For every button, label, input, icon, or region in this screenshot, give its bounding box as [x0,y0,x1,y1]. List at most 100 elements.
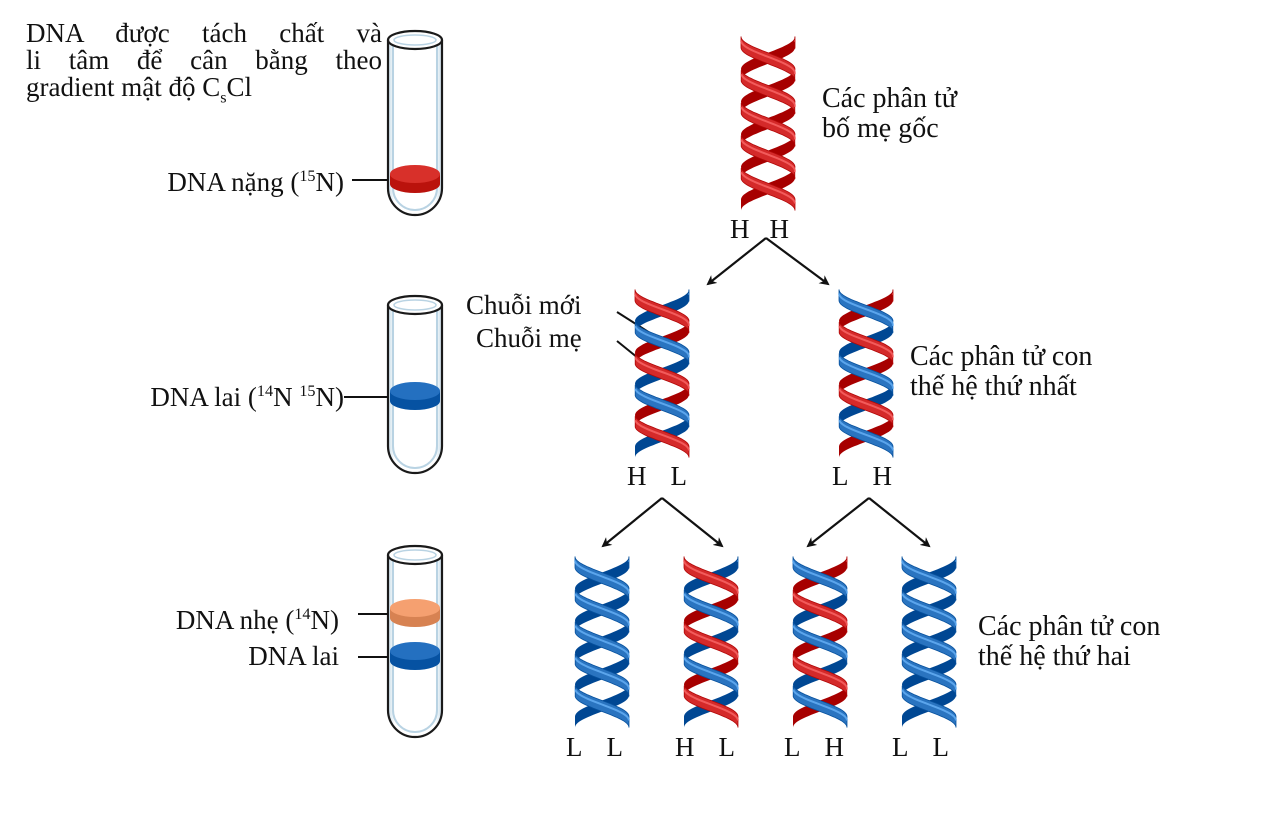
left-strand-highlight [792,689,848,721]
left-strand-highlight [574,689,630,721]
left-strand-highlight [838,419,894,451]
dna-helix-gen1-1 [838,289,895,458]
dna-helix-gen2-0 [574,556,631,728]
intro-line-3: gradient mật độ CsCl [26,72,253,107]
left-strand-front [634,416,690,458]
left-strand-front [901,621,957,665]
dna-helix-gen2-2 [792,556,849,728]
left-strand-front [740,167,796,211]
left-strand-front [683,685,739,728]
generation-0-caption: Các phân tử bố mẹ gốc [822,83,957,144]
right-strand-highlight [901,657,958,690]
replication-arrow-1-0 [601,497,663,548]
tube-3-band-1-label: DNA nhẹ (14N) [175,605,339,635]
right-strand-front [901,589,957,633]
left-strand-front [740,36,796,82]
left-strand-front [740,102,796,147]
right-strand-highlight [574,593,631,626]
right-strand-highlight [838,388,895,421]
right-strand-highlight [634,325,691,358]
dna-helix-gen1-0 [634,289,691,458]
right-strand-front [740,135,796,180]
tube-1-band-label: DNA nặng (15N) [167,167,344,197]
tube-3-band-2-label: DNA lai [248,641,339,671]
right-strand-highlight [838,325,895,358]
left-strand-highlight [740,40,797,75]
dna-helix-gen2-3 [901,556,958,728]
tube-2-band-label: DNA lai (14N 15N) [150,382,344,412]
left-strand-highlight [838,357,895,389]
left-strand-highlight [574,625,631,658]
left-strand-front [901,556,957,601]
right-strand-front [838,321,894,365]
right-strand-front [574,589,630,633]
right-strand-front [901,653,957,697]
right-strand-front [792,653,848,697]
intro-line-1: DNA được tách chất và [26,18,382,48]
left-strand-front [838,289,894,334]
left-strand-highlight [683,560,740,594]
right-strand-highlight [901,593,958,626]
left-strand-highlight [740,106,797,140]
tube-rim [386,29,444,51]
centrifuge-tube-2 [386,294,444,475]
tube-2-band-1 [390,382,440,410]
left-strand-highlight [634,293,691,327]
left-strand-highlight [901,689,957,721]
left-strand-front [634,289,690,334]
left-strand-highlight [574,560,631,594]
helices [574,36,958,728]
tube-3-band-1 [390,599,440,627]
right-strand-front [838,384,894,428]
right-strand-front [634,384,690,428]
right-strand-highlight [683,657,740,690]
right-strand-highlight [574,657,631,690]
left-strand-highlight [634,419,690,451]
tube-inner-wall [392,561,438,733]
tube-inner-wall [392,46,438,211]
replication-arrow-0-0 [706,237,767,286]
left-strand-front [901,685,957,728]
right-strand-front [740,70,796,114]
intro-line-2: li tâm để cân bằng theo [26,45,382,75]
new-strand-label: Chuỗi mới [466,290,582,320]
left-strand-front [792,556,848,601]
right-strand-highlight [683,593,740,626]
tube-inner-wall [392,311,438,469]
right-strand-front [634,321,690,365]
centrifuge-tube-3 [386,544,444,739]
left-strand-highlight [901,560,958,594]
left-strand-highlight [901,625,958,658]
left-strand-front [838,416,894,458]
dna-helix-gen0-0 [740,36,797,211]
right-strand-highlight [792,593,849,626]
tube-rim [386,294,444,316]
centrifuge-tube-1 [386,29,444,217]
left-strand-front [683,556,739,601]
replication-arrow-0-1 [765,237,830,286]
left-strand-highlight [792,625,849,658]
right-strand-front [574,653,630,697]
arrows [601,237,931,548]
tubes [386,29,444,739]
replication-arrow-2-0 [806,497,870,548]
right-strand-front [683,589,739,633]
replication-arrow-1-1 [661,497,724,548]
tube-3-band-2 [390,642,440,670]
left-strand-front [634,353,690,396]
generation-1-caption: Các phân tử con thế hệ thứ nhất [910,341,1093,402]
left-strand-front [574,556,630,601]
dna-helix-gen2-1 [683,556,740,728]
right-strand-front [792,589,848,633]
right-strand-highlight [634,388,691,421]
left-strand-front [574,621,630,665]
left-strand-highlight [740,171,796,204]
left-strand-front [792,685,848,728]
parent-strand-label: Chuỗi mẹ [476,323,582,353]
